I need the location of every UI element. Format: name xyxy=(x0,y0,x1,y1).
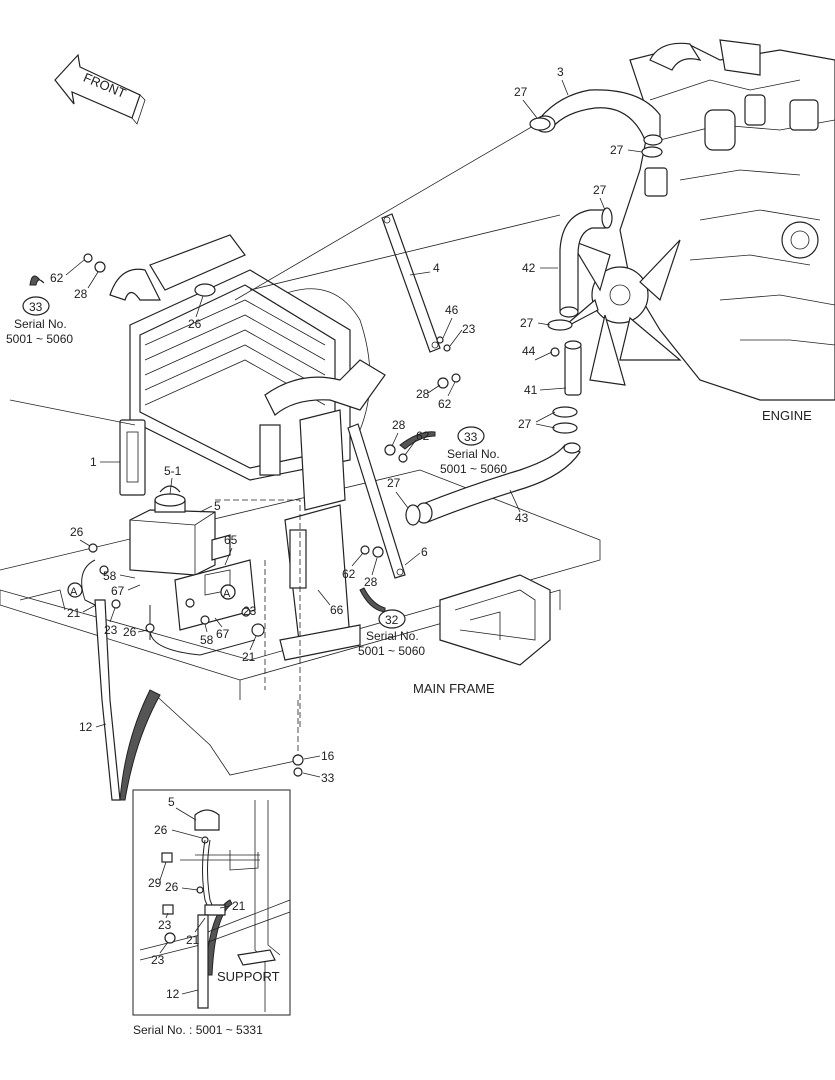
callout-26: 26 xyxy=(70,525,84,539)
callout-16: 16 xyxy=(321,749,335,763)
callout-58: 58 xyxy=(103,569,117,583)
front-arrow: FRONT xyxy=(54,53,146,125)
callout-28: 28 xyxy=(364,575,378,589)
dash-line-1 xyxy=(215,499,301,730)
engine-label: ENGINE xyxy=(762,408,812,423)
callout-62: 62 xyxy=(416,429,430,443)
callout-62: 62 xyxy=(438,397,452,411)
callout-12: 12 xyxy=(79,720,93,734)
stay-4 xyxy=(381,213,441,353)
marker-a-label: A xyxy=(223,588,231,600)
callout-67: 67 xyxy=(111,584,125,598)
callout-27: 27 xyxy=(610,143,624,157)
inset-callout-5: 5 xyxy=(168,795,175,809)
callout-67: 67 xyxy=(216,627,230,641)
sweep-mark-3 xyxy=(29,275,45,286)
inset-callout-26: 26 xyxy=(165,880,179,894)
inset-callout-23: 23 xyxy=(151,953,165,967)
serial-title: Serial No. xyxy=(14,317,67,331)
callout-28: 28 xyxy=(74,287,88,301)
serial-range: 5001 ~ 5060 xyxy=(6,332,73,346)
callout-5: 5 xyxy=(214,499,221,513)
inset-callout-26: 26 xyxy=(154,823,168,837)
radiator-assembly xyxy=(109,234,386,661)
callout-33: 33 xyxy=(321,771,335,785)
inset-callout-29: 29 xyxy=(148,876,162,890)
callout-44: 44 xyxy=(522,344,536,358)
leader-line-3-top xyxy=(234,121,541,301)
hose-42 xyxy=(559,209,606,318)
callout-labels: 3 27 27 27 42 27 44 41 27 43 27 4 46 23 … xyxy=(50,65,643,785)
sweep-mark-1 xyxy=(119,689,161,801)
callout-5-1: 5-1 xyxy=(164,464,182,478)
callout-58: 58 xyxy=(200,633,214,647)
callout-27: 27 xyxy=(514,85,528,99)
callout-62: 62 xyxy=(342,567,356,581)
serial-title: Serial No. xyxy=(366,629,419,643)
fasteners xyxy=(83,117,663,777)
serial-title: Serial No. xyxy=(447,447,500,461)
callout-33: 33 xyxy=(29,300,43,314)
sweep-mark-5 xyxy=(204,899,233,976)
serial-33-left: 33 Serial No. 5001 ~ 5060 xyxy=(6,296,73,346)
pipe-41 xyxy=(564,340,582,396)
serial-33-right: 33 Serial No. 5001 ~ 5060 xyxy=(440,426,507,476)
inset-serial-label: Serial No. : 5001 ~ 5331 xyxy=(133,1023,263,1037)
callout-23: 23 xyxy=(462,322,476,336)
main-frame xyxy=(0,469,601,776)
callout-3: 3 xyxy=(557,65,564,79)
serial-range: 5001 ~ 5060 xyxy=(440,462,507,476)
callout-23: 23 xyxy=(104,623,118,637)
serial-range: 5001 ~ 5060 xyxy=(358,644,425,658)
support-label: SUPPORT xyxy=(217,969,280,984)
inset-callout-12: 12 xyxy=(166,987,180,1001)
callout-6: 6 xyxy=(421,545,428,559)
callout-65: 65 xyxy=(224,533,238,547)
callout-26: 26 xyxy=(123,625,137,639)
callout-27: 27 xyxy=(520,316,534,330)
callout-27: 27 xyxy=(518,417,532,431)
marker-a-label: A xyxy=(70,586,78,598)
marker-a-2: A xyxy=(220,584,236,600)
callout-33: 33 xyxy=(464,430,478,444)
inset-callout-21: 21 xyxy=(186,933,200,947)
callout-32: 32 xyxy=(385,613,399,627)
callout-28: 28 xyxy=(416,387,430,401)
callout-27: 27 xyxy=(387,476,401,490)
inset-callout-23: 23 xyxy=(158,918,172,932)
callout-4: 4 xyxy=(433,261,440,275)
callout-41: 41 xyxy=(524,383,538,397)
callout-66: 66 xyxy=(330,603,344,617)
callout-21: 21 xyxy=(242,650,256,664)
stay-6 xyxy=(347,423,406,579)
inset-callout-21: 21 xyxy=(232,899,246,913)
callout-21: 21 xyxy=(67,606,81,620)
sweep-mark-4 xyxy=(399,431,436,450)
main-frame-label: MAIN FRAME xyxy=(413,681,495,696)
hose-43 xyxy=(415,442,581,524)
serial-32: 32 Serial No. 5001 ~ 5060 xyxy=(358,609,425,658)
callout-42: 42 xyxy=(522,261,536,275)
callout-1: 1 xyxy=(90,455,97,469)
callout-46: 46 xyxy=(445,303,459,317)
callout-26: 26 xyxy=(188,317,202,331)
callout-62: 62 xyxy=(50,271,64,285)
callout-43: 43 xyxy=(515,511,529,525)
leader-line-42 xyxy=(249,214,561,291)
reserve-tank xyxy=(129,485,231,576)
leader-line-frame xyxy=(9,399,136,426)
callout-27: 27 xyxy=(593,183,607,197)
callout-28: 28 xyxy=(392,418,406,432)
hose-12 xyxy=(81,559,256,801)
callout-23: 23 xyxy=(243,604,257,618)
marker-a-1: A xyxy=(67,582,83,598)
sweep-mark-2 xyxy=(359,587,386,613)
engine: ENGINE xyxy=(559,39,835,423)
inset-support-detail: 5 26 29 26 21 23 21 23 SUPPORT 12 xyxy=(132,789,291,1016)
